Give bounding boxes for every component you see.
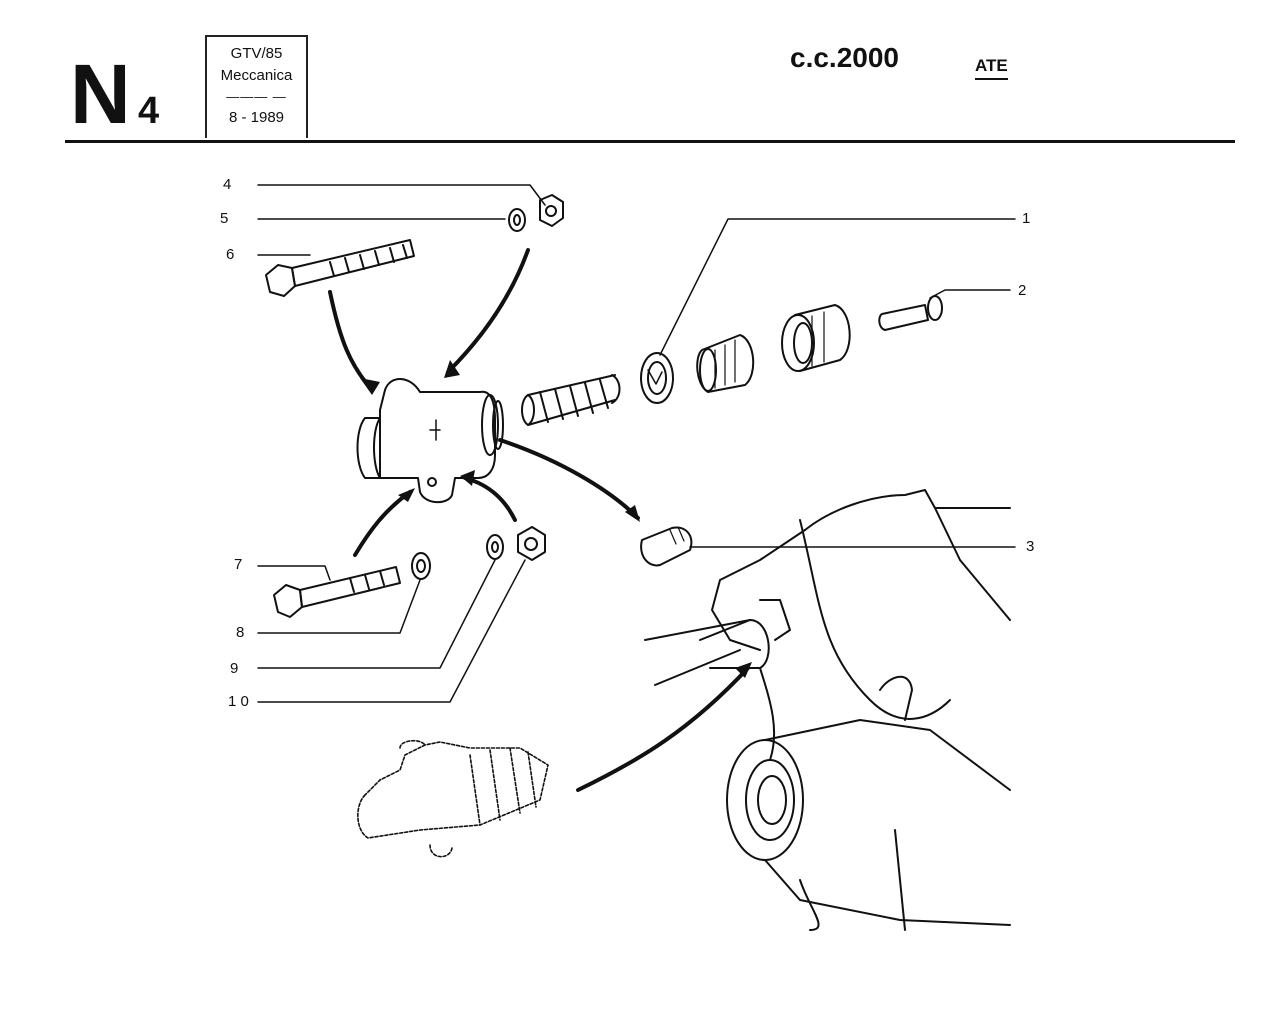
slave-cylinder <box>356 378 504 504</box>
info-divider: ——— — <box>226 89 287 104</box>
callout-10: 1 0 <box>228 693 249 710</box>
group-label: Meccanica <box>220 67 293 84</box>
model-label: GTV/85 <box>230 45 283 62</box>
info-box: GTV/85 Meccanica ——— — 8 - 1989 <box>205 35 308 138</box>
callout-3: 3 <box>1026 538 1035 555</box>
callout-7: 7 <box>234 556 243 573</box>
section-letter: N <box>70 47 131 141</box>
callout-9: 9 <box>230 660 239 677</box>
assembly-arrows <box>328 248 750 792</box>
washer-8 <box>411 552 431 580</box>
spring <box>521 374 621 426</box>
washer-5 <box>508 208 526 232</box>
callout-5: 5 <box>220 210 229 227</box>
callout-1: 1 <box>1022 210 1031 227</box>
header-rule <box>65 140 1235 143</box>
washer-9 <box>486 534 504 560</box>
brand-label: ATE <box>975 56 1008 80</box>
dust-boot <box>781 304 851 372</box>
nut-4 <box>539 194 564 227</box>
leader-lines <box>257 184 1016 703</box>
pushrod-2 <box>878 295 943 331</box>
transmission-housing <box>644 489 1011 931</box>
seal <box>696 334 755 393</box>
bleeder-valve-3 <box>640 526 693 567</box>
bolt-6 <box>265 239 415 297</box>
date-label: 8 - 1989 <box>228 109 285 126</box>
arrow-heads <box>360 360 752 678</box>
assembled-cylinder-view <box>357 739 549 858</box>
callout-4: 4 <box>223 176 232 193</box>
section-number: 4 <box>138 90 160 132</box>
engine-label: c.c.2000 <box>790 42 899 73</box>
piston-1 <box>640 352 674 404</box>
nut-10 <box>517 526 546 561</box>
callout-2: 2 <box>1018 282 1027 299</box>
callout-8: 8 <box>236 624 245 641</box>
callout-6: 6 <box>226 246 235 263</box>
bolt-7 <box>273 566 401 618</box>
